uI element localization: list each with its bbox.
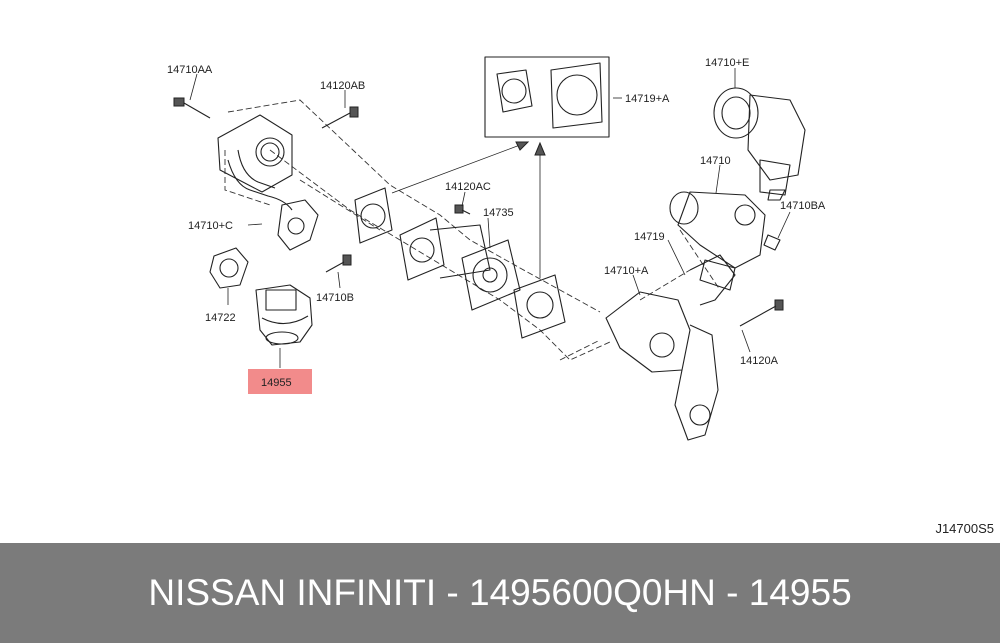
label-14710a[interactable]: 14710+A bbox=[604, 265, 649, 277]
egr-pipe-14735 bbox=[399, 217, 566, 339]
footer-diagram-number: N - 14955 bbox=[689, 572, 852, 613]
label-14710e[interactable]: 14710+E bbox=[705, 57, 749, 69]
gasket-kit-box bbox=[484, 56, 610, 138]
bolt-14120a bbox=[739, 299, 784, 327]
assembly-dashed-lines bbox=[224, 99, 721, 361]
diagram-reference-code: J14700S5 bbox=[935, 521, 994, 536]
bolt-14710aa bbox=[173, 97, 211, 119]
label-14719[interactable]: 14719 bbox=[634, 231, 665, 243]
label-14710[interactable]: 14710 bbox=[700, 155, 731, 167]
sensor-14955 bbox=[255, 284, 313, 346]
bolt-14120ac bbox=[454, 204, 471, 215]
label-14710b[interactable]: 14710B bbox=[316, 292, 354, 304]
bolt-14710ba bbox=[763, 234, 781, 251]
label-14710c[interactable]: 14710+C bbox=[188, 220, 233, 232]
label-14722[interactable]: 14722 bbox=[205, 312, 236, 324]
label-14120a[interactable]: 14120A bbox=[740, 355, 779, 367]
footer-brand-part-number: NISSAN INFINITI - 1495600Q0H bbox=[148, 572, 690, 613]
bolt-14710b bbox=[325, 254, 352, 273]
gasket-14722 bbox=[209, 247, 249, 289]
gasket-left bbox=[354, 187, 393, 244]
egr-valve-14710e bbox=[713, 87, 806, 201]
label-14710ba[interactable]: 14710BA bbox=[780, 200, 826, 212]
gasket-arrows bbox=[391, 141, 546, 278]
label-14120ab[interactable]: 14120AB bbox=[320, 80, 365, 92]
highlight-14955 bbox=[248, 369, 312, 394]
bracket-14710a bbox=[605, 254, 736, 441]
part-labels: 14710AA 14120AB 14719+A 14710+E 14710 14… bbox=[167, 57, 826, 389]
label-14710aa[interactable]: 14710AA bbox=[167, 64, 213, 76]
label-14735[interactable]: 14735 bbox=[483, 207, 514, 219]
label-14120ac[interactable]: 14120AC bbox=[445, 181, 491, 193]
bolt-14120ab bbox=[321, 106, 359, 129]
valve-body-14710 bbox=[669, 191, 766, 291]
label-14955[interactable]: 14955 bbox=[261, 377, 292, 389]
parts-diagram: 14710AA 14120AB 14719+A 14710+E 14710 14… bbox=[167, 56, 826, 441]
egr-tube-14710c bbox=[217, 114, 319, 251]
label-14719a[interactable]: 14719+A bbox=[625, 93, 670, 105]
footer-banner: NISSAN INFINITI - 1495600Q0H N - 14955 bbox=[0, 543, 1000, 643]
leader-lines bbox=[189, 68, 791, 368]
